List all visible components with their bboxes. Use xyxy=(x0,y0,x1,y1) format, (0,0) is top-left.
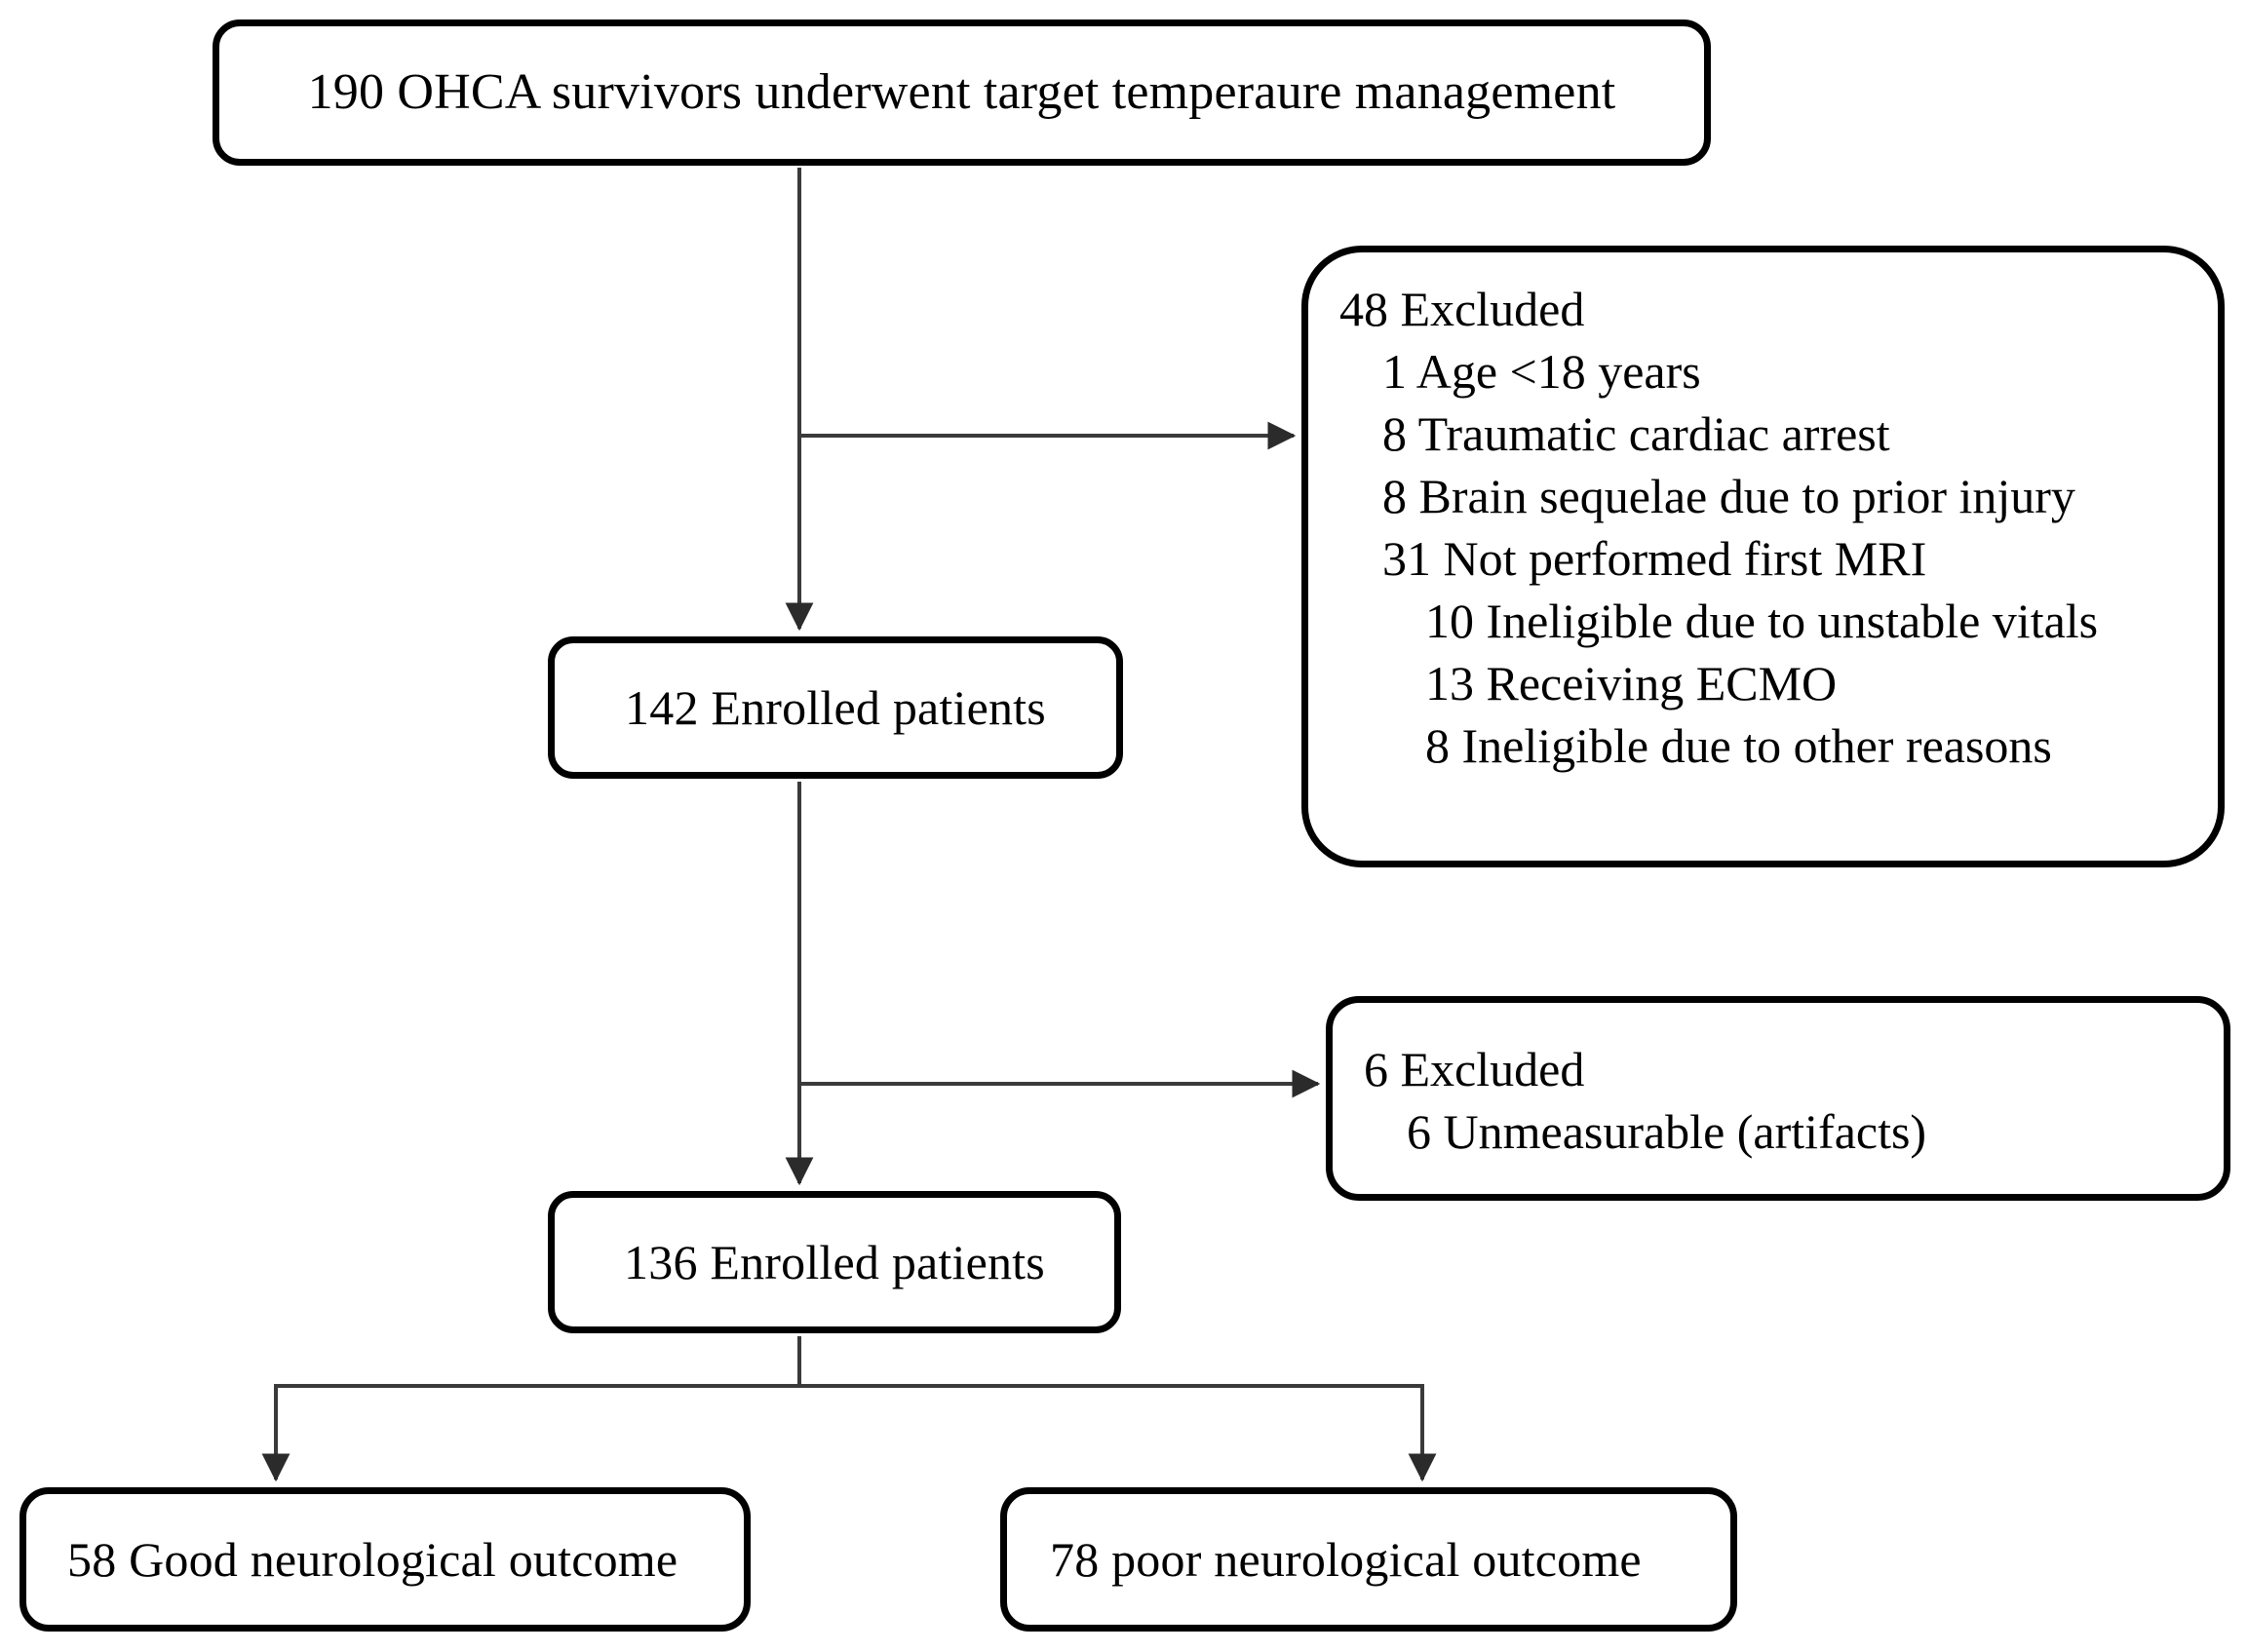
excluded-second-stage-header: 6 Excluded xyxy=(1364,1042,1585,1096)
excluded-first-stage-list: 48 Excluded 1 Age <18 years 8 Traumatic … xyxy=(1336,278,2194,777)
box-enrolled-136: 136 Enrolled patients xyxy=(548,1191,1121,1333)
enrolled-142-label: 142 Enrolled patients xyxy=(625,680,1046,735)
excluded-reason-subitem: 8 Ineligible due to other reasons xyxy=(1425,718,2052,773)
excluded-reason-item: 8 Brain sequelae due to prior injury xyxy=(1382,469,2075,523)
box-outcome-good: 58 Good neurological outcome xyxy=(19,1487,751,1632)
excluded-reason-subitem: 13 Receiving ECMO xyxy=(1425,656,1838,711)
excluded-reason-item: 8 Traumatic cardiac arrest xyxy=(1382,406,1890,461)
box-excluded-second-stage: 6 Excluded 6 Unmeasurable (artifacts) xyxy=(1326,996,2230,1201)
excluded-first-stage-header: 48 Excluded xyxy=(1339,282,1585,336)
excluded-reason-subitem: 10 Ineligible due to unstable vitals xyxy=(1425,594,2099,648)
box-excluded-first-stage: 48 Excluded 1 Age <18 years 8 Traumatic … xyxy=(1301,246,2225,867)
excluded-second-stage-list: 6 Excluded 6 Unmeasurable (artifacts) xyxy=(1360,1038,2200,1163)
excluded-reason-item: 1 Age <18 years xyxy=(1382,344,1701,399)
outcome-poor-label: 78 poor neurological outcome xyxy=(1050,1532,1642,1587)
box-enrolled-142: 142 Enrolled patients xyxy=(548,636,1123,779)
excluded-reason-item: 6 Unmeasurable (artifacts) xyxy=(1407,1104,1927,1159)
box-outcome-poor: 78 poor neurological outcome xyxy=(1000,1487,1737,1632)
outcome-good-label: 58 Good neurological outcome xyxy=(67,1532,678,1587)
box-screened-population: 190 OHCA survivors underwent target temp… xyxy=(213,19,1711,166)
screened-population-label: 190 OHCA survivors underwent target temp… xyxy=(307,63,1616,120)
excluded-reason-item: 31 Not performed first MRI xyxy=(1382,531,1927,586)
enrolled-136-label: 136 Enrolled patients xyxy=(624,1235,1045,1289)
